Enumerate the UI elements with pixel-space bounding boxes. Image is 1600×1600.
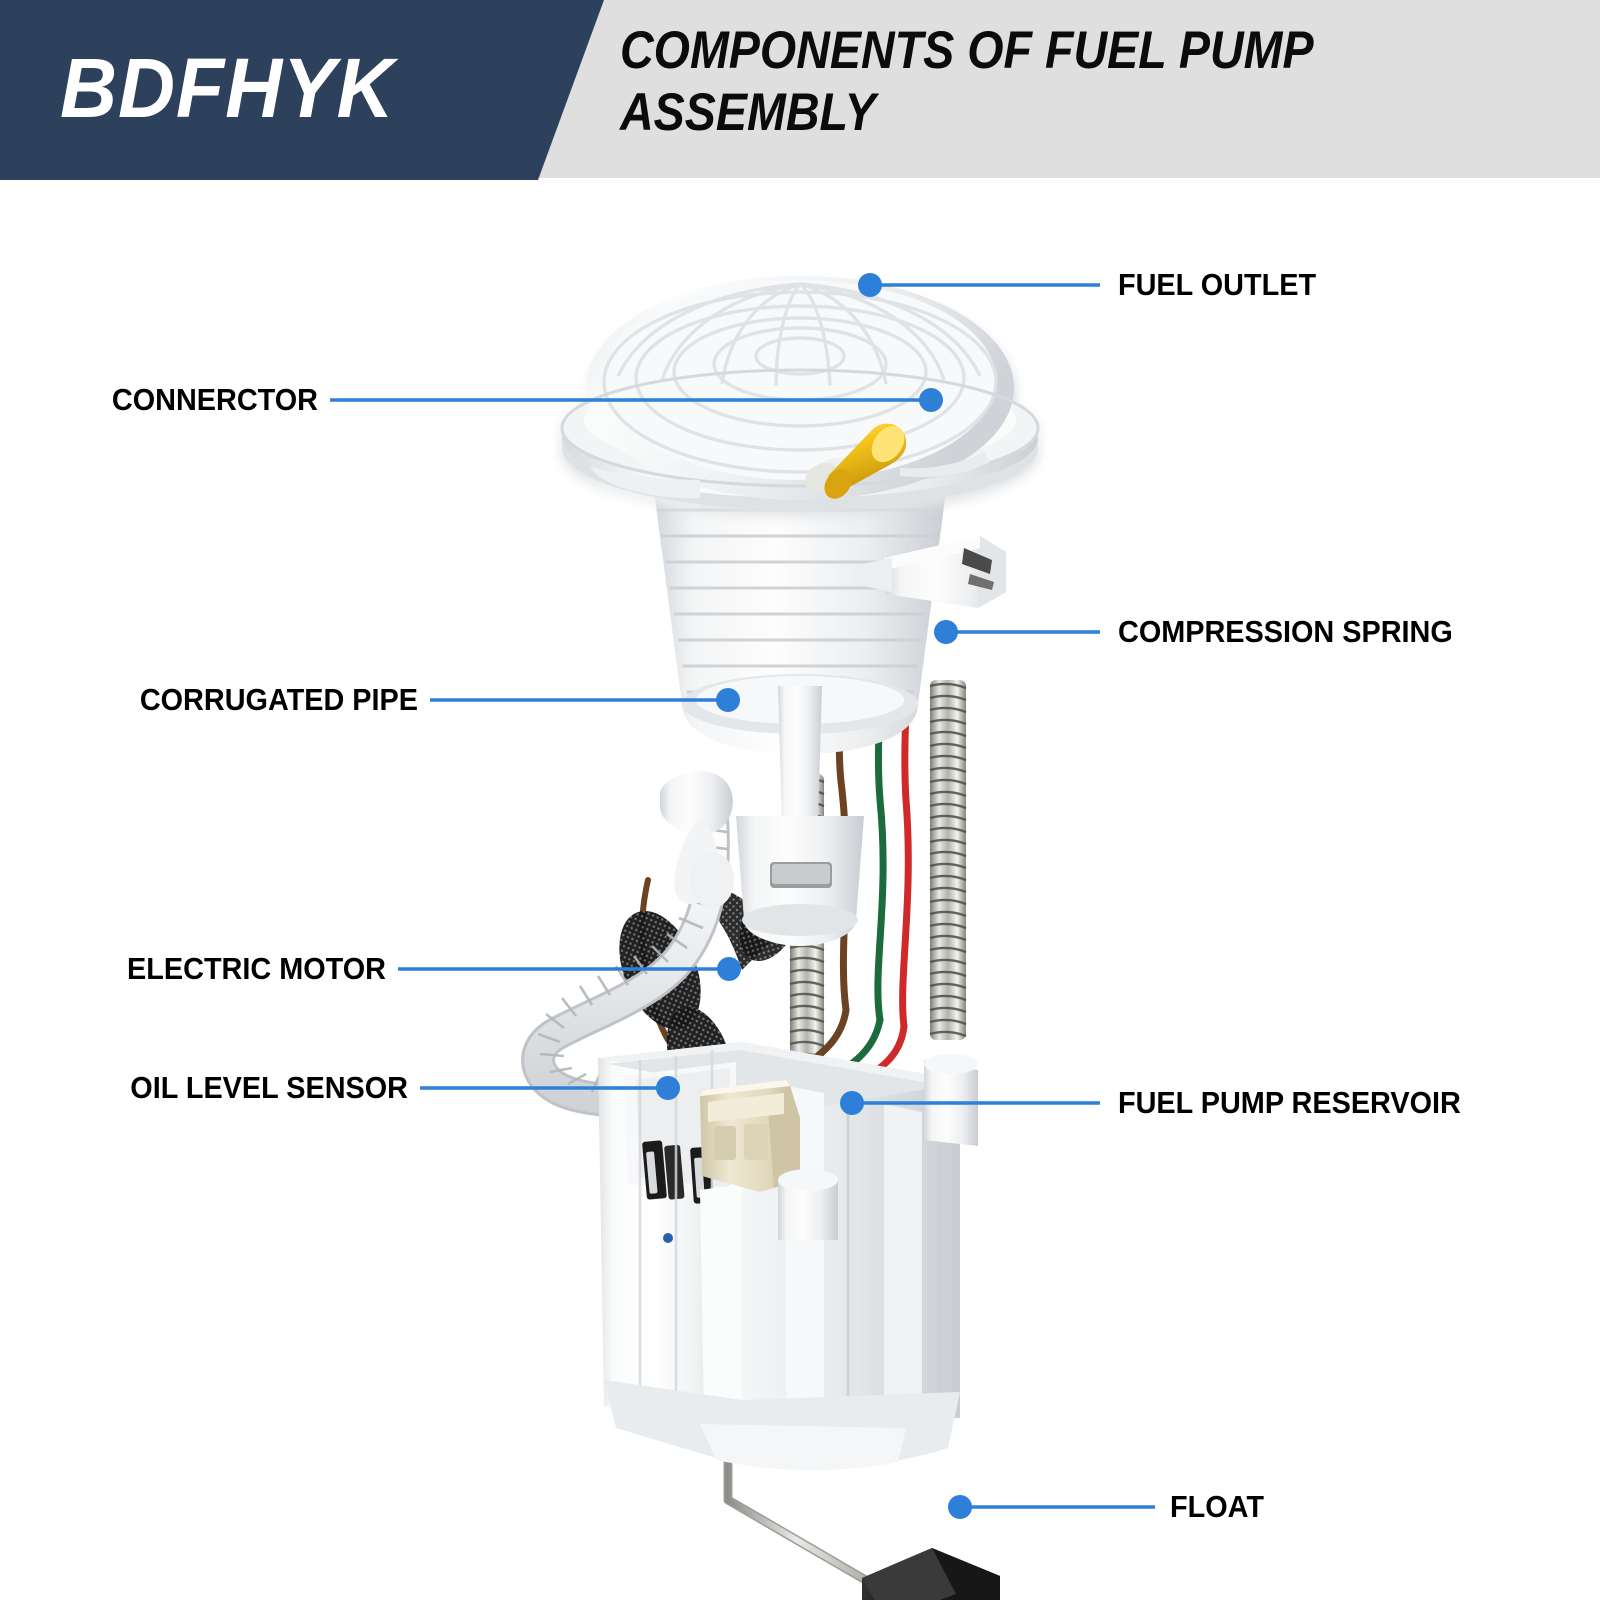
callout-dot-fuel-outlet[interactable]	[858, 273, 882, 297]
callout-connerctor	[330, 388, 943, 412]
fuel-outlet-nipple	[804, 423, 907, 499]
callout-label-connerctor: CONNERCTOR	[111, 382, 318, 417]
page-title: COMPONENTS OF FUEL PUMP ASSEMBLY	[620, 20, 1465, 144]
callout-dot-corrugated-pipe[interactable]	[716, 688, 740, 712]
callout-label-fuel-pump-reservoir: FUEL PUMP RESERVOIR	[1118, 1085, 1461, 1120]
callout-dot-compression-spring[interactable]	[934, 620, 958, 644]
electric-motor	[700, 1080, 800, 1192]
callout-label-compression-spring: COMPRESSION SPRING	[1118, 614, 1453, 649]
float	[862, 1548, 1000, 1600]
callout-dot-float[interactable]	[948, 1495, 972, 1519]
callout-dot-oil-level-sensor[interactable]	[656, 1076, 680, 1100]
fuel-pump-reservoir	[598, 1042, 960, 1471]
callout-label-fuel-outlet: FUEL OUTLET	[1118, 267, 1317, 302]
callout-electric-motor	[398, 957, 741, 981]
page-title-line-2: ASSEMBLY	[620, 83, 876, 142]
callout-fuel-pump-reservoir	[840, 1091, 1100, 1115]
callout-corrugated-pipe	[430, 688, 740, 712]
electrical-connector	[852, 536, 1006, 608]
callout-compression-spring	[934, 620, 1100, 644]
callout-label-electric-motor: ELECTRIC MOTOR	[127, 951, 387, 986]
callout-float	[948, 1495, 1155, 1519]
page-header: BDFHYK COMPONENTS OF FUEL PUMP ASSEMBLY	[0, 0, 1600, 180]
header-navy-panel	[0, 0, 604, 180]
callout-fuel-outlet	[858, 273, 1100, 297]
callout-label-float: FLOAT	[1170, 1489, 1264, 1524]
brand-logo: BDFHYK	[60, 41, 395, 135]
callout-label-oil-level-sensor: OIL LEVEL SENSOR	[130, 1070, 408, 1105]
diagram-stage: FUEL OUTLET CONNERCTOR COMPRESSION SPRING C…	[0, 180, 1600, 1600]
oil-level-sensor-contacts	[642, 1140, 714, 1243]
page-title-line-1: COMPONENTS OF FUEL PUMP	[620, 21, 1314, 80]
fuel-pump-illustration	[330, 273, 1155, 1600]
callout-leaders	[330, 273, 1155, 1519]
callout-dot-electric-motor[interactable]	[717, 957, 741, 981]
flange-cover	[560, 276, 1040, 510]
callout-oil-level-sensor	[420, 1076, 680, 1100]
callout-dot-connerctor[interactable]	[919, 388, 943, 412]
compression-spring-right	[929, 680, 967, 1040]
callout-dot-fuel-pump-reservoir[interactable]	[840, 1091, 864, 1115]
callout-label-corrugated-pipe: CORRUGATED PIPE	[139, 682, 418, 717]
